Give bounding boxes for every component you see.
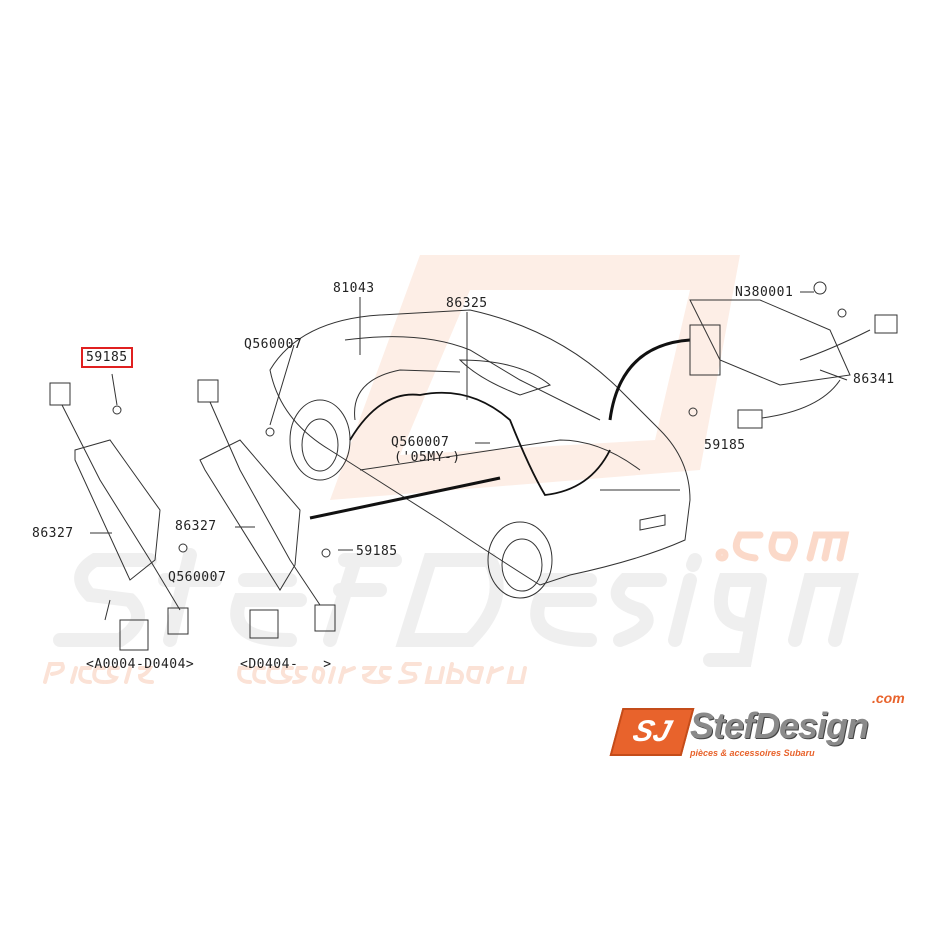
logo-tagline: pièces & accessoires Subaru: [690, 748, 815, 758]
part-86341[interactable]: 86341: [853, 372, 895, 387]
range-left: <A0004-D0404>: [86, 657, 195, 672]
leader-lines: [90, 291, 848, 551]
part-59185-mid[interactable]: 59185: [356, 544, 398, 559]
logo-badge: SJ: [609, 708, 695, 756]
model-year-note: ('05MY-): [394, 450, 461, 465]
antenna-amp-right: [688, 281, 898, 429]
watermark-domain-lettering: [715, 531, 850, 562]
car-outline: [269, 309, 691, 599]
part-81043[interactable]: 81043: [333, 281, 375, 296]
watermark-sd-emblem: [330, 255, 740, 500]
part-86327-left[interactable]: 86327: [32, 526, 74, 541]
watermark-brand-lettering: [53, 548, 859, 667]
part-59185-right[interactable]: 59185: [704, 438, 746, 453]
watermark-tagline-lettering: [43, 662, 527, 685]
range-mid: <D0404- >: [240, 657, 332, 672]
part-n380001[interactable]: N380001: [735, 285, 794, 300]
harness-line-rear: [608, 338, 691, 421]
logo-brand: StefDesign: [690, 705, 869, 746]
harness-line-roof: [349, 391, 611, 496]
part-q560007-center[interactable]: Q560007: [391, 435, 450, 450]
part-q560007-left[interactable]: Q560007: [168, 570, 227, 585]
part-86327-mid[interactable]: 86327: [175, 519, 217, 534]
harness-line-front: [309, 476, 501, 520]
antenna-amp-mid: [178, 379, 336, 639]
part-59185-highlighted[interactable]: 59185: [81, 347, 133, 368]
part-q560007-top[interactable]: Q560007: [244, 337, 303, 352]
part-86325[interactable]: 86325: [446, 296, 488, 311]
antenna-amp-left: [49, 382, 189, 651]
logo-domain: .com: [872, 690, 905, 706]
